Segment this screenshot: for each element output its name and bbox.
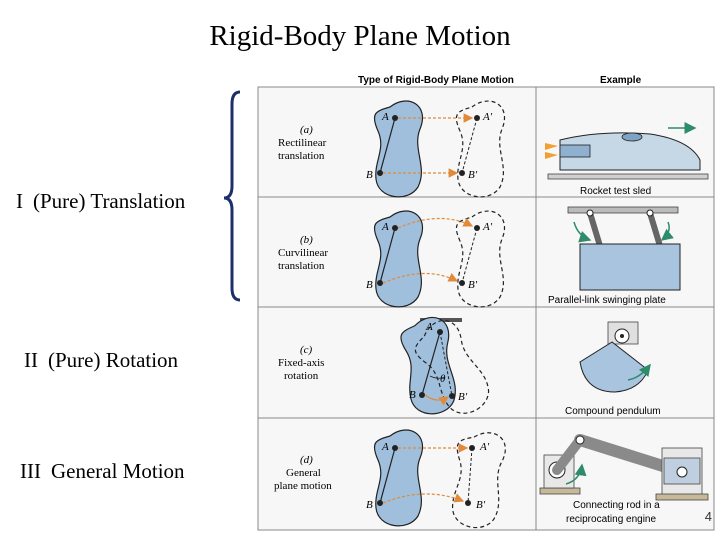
point-b-prime-label: B′ xyxy=(468,279,478,291)
row-curvilinear: (b) Curvilinear translation A B A′ B′ Pa… xyxy=(278,206,681,308)
angle-theta-label: θ xyxy=(440,373,446,385)
table-header-type: Type of Rigid-Body Plane Motion xyxy=(358,75,514,86)
swinging-plate-illustration xyxy=(567,206,681,291)
category-general: III General Motion xyxy=(20,459,185,484)
example-caption-line2: reciprocating engine xyxy=(566,514,656,525)
row-name-line1: Rectilinear xyxy=(278,137,327,149)
row-letter: (a) xyxy=(300,124,313,136)
point-b-prime-label: B′ xyxy=(468,169,478,181)
row-general-plane: (d) General plane motion A B A′ B′ Conn xyxy=(274,429,709,531)
category-numeral: II xyxy=(24,348,38,372)
point-a-label: A xyxy=(381,111,389,123)
row-name-line1: General xyxy=(286,467,321,479)
category-label: General Motion xyxy=(50,459,185,483)
point-a-label: A xyxy=(381,221,389,233)
row-name-line2: translation xyxy=(278,150,325,162)
point-a-label: A xyxy=(425,321,433,333)
row-name-line1: Fixed-axis xyxy=(278,357,324,369)
translation-brace xyxy=(223,90,241,302)
point-a-label: A xyxy=(381,441,389,453)
example-caption: Compound pendulum xyxy=(565,406,661,417)
category-translation: I (Pure) Translation xyxy=(16,189,185,214)
row-letter: (d) xyxy=(300,454,313,466)
category-numeral: III xyxy=(20,459,41,483)
point-a-prime-label: A′ xyxy=(479,441,490,453)
category-label: (Pure) Translation xyxy=(33,189,186,213)
example-caption: Rocket test sled xyxy=(580,186,651,197)
slide-title: Rigid-Body Plane Motion xyxy=(209,20,511,52)
row-name-line2: translation xyxy=(278,260,325,272)
row-name-line2: plane motion xyxy=(274,480,332,492)
row-name-line1: Curvilinear xyxy=(278,247,328,259)
point-b-label: B xyxy=(366,499,373,511)
rocket-sled-illustration xyxy=(545,122,709,180)
category-rotation: II (Pure) Rotation xyxy=(24,348,178,373)
point-b-prime-label: B′ xyxy=(458,391,468,403)
point-b-label: B xyxy=(366,279,373,291)
row-rectilinear: (a) Rectilinear translation A B A′ B′ Ro… xyxy=(278,100,709,198)
point-b-label: B xyxy=(366,169,373,181)
row-fixed-axis: (c) Fixed-axis rotation A B B′ θ Compoun… xyxy=(278,314,661,423)
row-letter: (c) xyxy=(300,344,313,356)
example-caption-line1: Connecting rod in a xyxy=(573,500,660,511)
example-caption: Parallel-link swinging plate xyxy=(548,295,666,306)
reciprocating-engine-illustration xyxy=(539,434,709,501)
table-header-example: Example xyxy=(600,75,642,86)
point-a-prime-label: A′ xyxy=(482,111,493,123)
point-b-label: B xyxy=(409,389,416,401)
page-number: 4 xyxy=(704,509,712,524)
compound-pendulum-illustration xyxy=(579,321,651,393)
point-b-prime-label: B′ xyxy=(476,499,486,511)
row-name-line2: rotation xyxy=(284,370,319,382)
category-numeral: I xyxy=(16,189,23,213)
category-label: (Pure) Rotation xyxy=(48,348,179,372)
point-a-prime-label: A′ xyxy=(482,221,493,233)
row-letter: (b) xyxy=(300,234,313,246)
